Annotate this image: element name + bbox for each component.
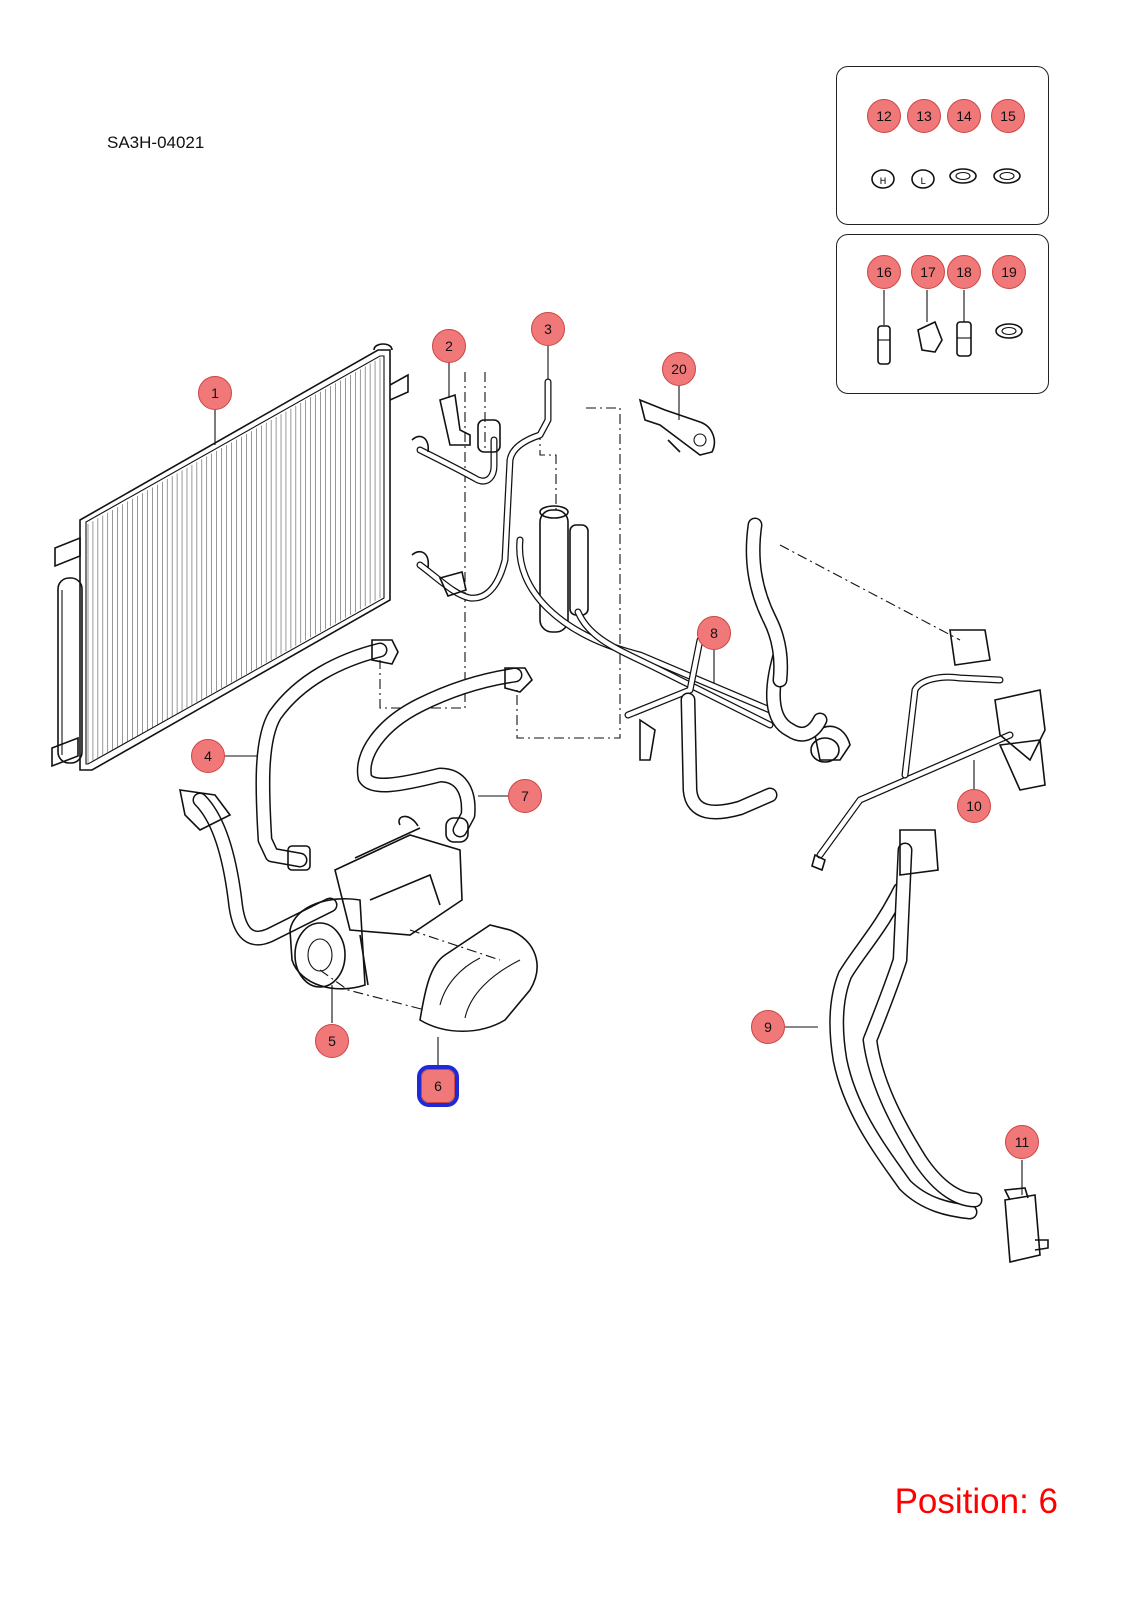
svg-text:L: L [920,177,925,187]
inset-parts-seals: H L [871,168,1021,189]
drier-and-pipe-8 [516,505,851,763]
leader-lines [214,290,1023,1195]
heat-shield-6 [419,924,538,1033]
callout-1[interactable]: 1 [198,376,232,410]
position-label: Position: 6 [894,1482,1058,1521]
compressor-5 [289,815,463,990]
diagram-code: SA3H-04021 [107,133,205,152]
condenser-drawing [51,343,409,771]
bracket-20 [638,398,716,456]
hose-9 [680,517,983,1220]
callout-17[interactable]: 17 [911,255,945,289]
callout-16[interactable]: 16 [867,255,901,289]
callout-3[interactable]: 3 [531,312,565,346]
valve-11 [1003,1187,1049,1263]
pipe-10 [811,629,1046,872]
callout-8[interactable]: 8 [697,616,731,650]
relation-lines [319,372,961,1011]
callout-5[interactable]: 5 [315,1024,349,1058]
hose-7 [356,667,534,843]
inset-parts-switches [877,320,1023,365]
callout-18[interactable]: 18 [947,255,981,289]
svg-text:H: H [880,177,887,187]
inset-box-seals [836,66,1049,225]
callout-9[interactable]: 9 [751,1010,785,1044]
callout-2[interactable]: 2 [432,329,466,363]
callout-14[interactable]: 14 [947,99,981,133]
callout-10[interactable]: 10 [957,789,991,823]
callout-7[interactable]: 7 [508,779,542,813]
callout-13[interactable]: 13 [907,99,941,133]
pipe-assembly-2-3 [411,378,552,602]
callout-4[interactable]: 4 [191,739,225,773]
callout-15[interactable]: 15 [991,99,1025,133]
hose-4 [178,639,399,946]
callout-20[interactable]: 20 [662,352,696,386]
callout-12[interactable]: 12 [867,99,901,133]
callout-19[interactable]: 19 [992,255,1026,289]
callout-6-selected[interactable]: 6 [417,1065,459,1107]
callout-11[interactable]: 11 [1005,1125,1039,1159]
